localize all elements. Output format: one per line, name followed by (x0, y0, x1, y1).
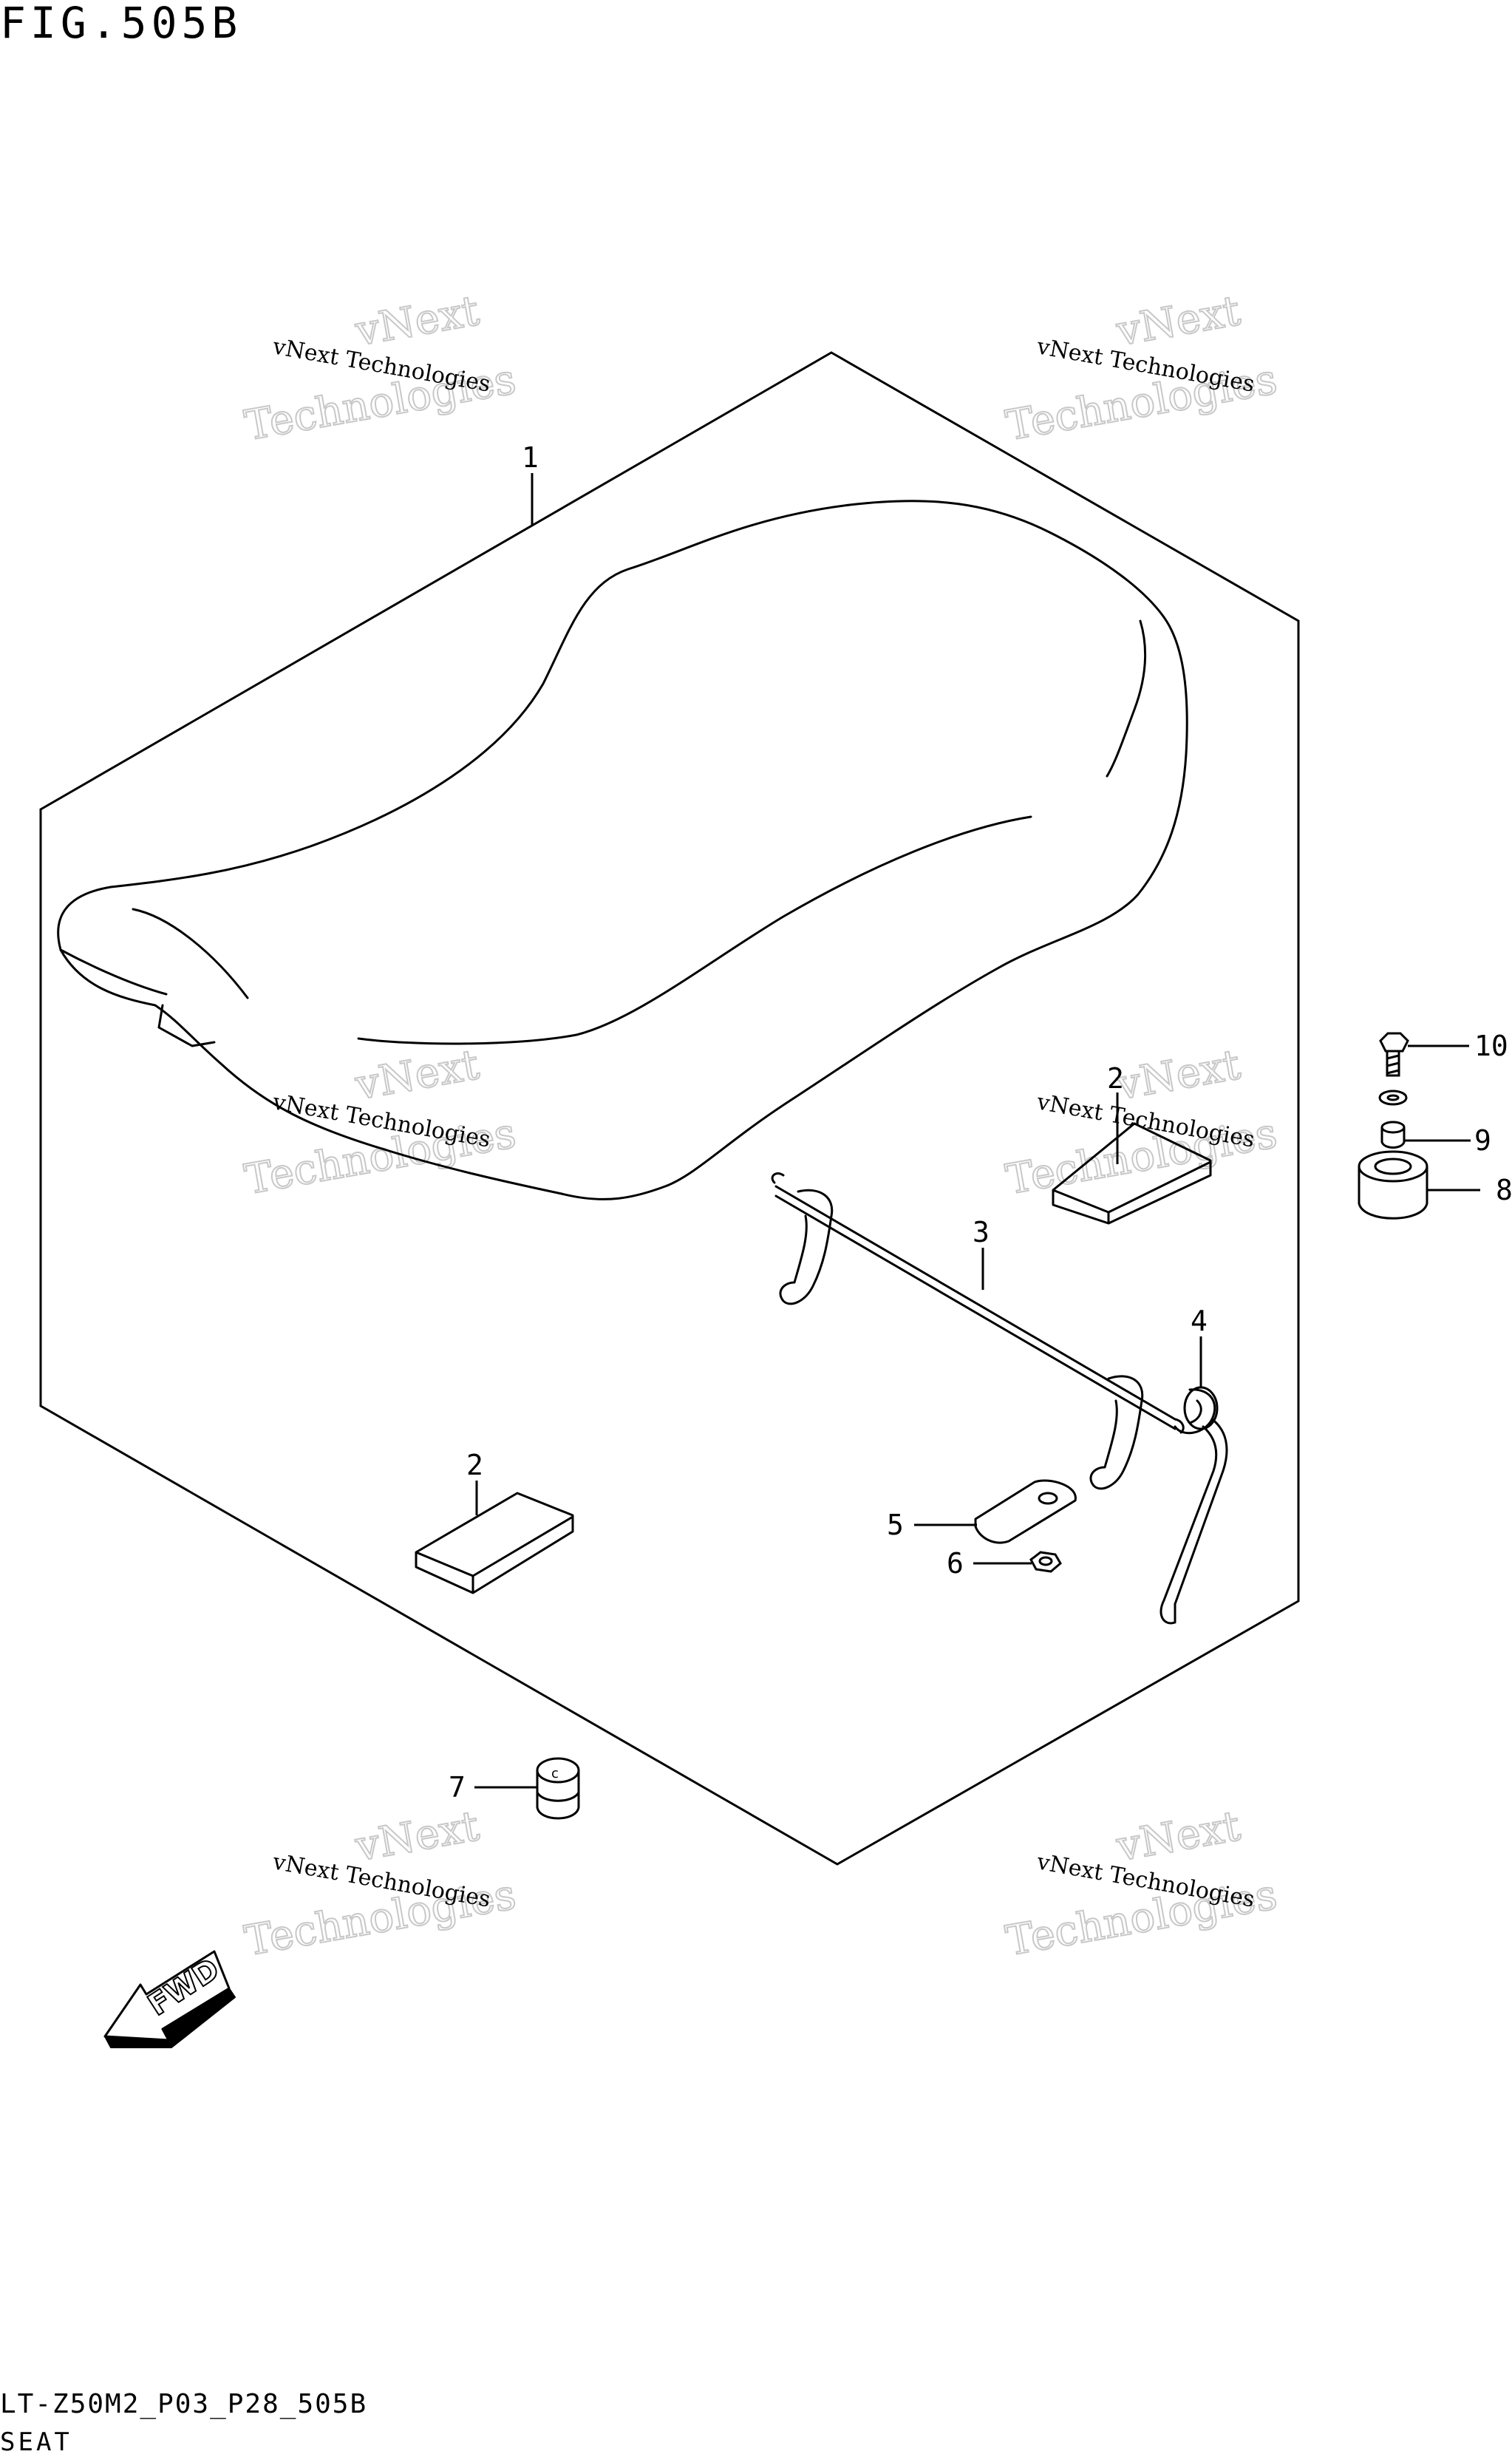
callout-7: 7 (449, 1771, 466, 1804)
figure-title: FIG.505B (0, 0, 242, 48)
callout-2-upper: 2 (1107, 1062, 1124, 1095)
callout-6: 6 (947, 1547, 964, 1580)
rod-drawing (771, 1172, 1185, 1490)
drawing-code: LT-Z50M2_P03_P28_505B (0, 2389, 368, 2419)
watermark-line2: vNext (1113, 1041, 1244, 1109)
callout-5: 5 (887, 1509, 904, 1541)
plate-drawing (974, 1479, 1077, 1544)
callout-labels: 1 2 2 3 4 5 6 7 8 9 10 (449, 441, 1512, 1804)
fwd-arrow: FWD (103, 1950, 236, 2048)
seat-drawing (57, 500, 1188, 1200)
callout-10: 10 (1474, 1030, 1508, 1062)
callout-2-lower: 2 (466, 1449, 483, 1481)
collar-drawing (1380, 1121, 1406, 1149)
cushion-8-drawing (1358, 1150, 1428, 1220)
spring-drawing (1159, 1386, 1228, 1625)
watermark-line2: vNext (352, 1802, 483, 1871)
watermark-line2: vNext (352, 1041, 483, 1109)
callout-9: 9 (1474, 1124, 1491, 1157)
cushion-drawing: c (536, 1757, 580, 1820)
callout-1: 1 (522, 441, 539, 474)
watermark-line2: vNext (352, 287, 483, 356)
svg-text:c: c (551, 1766, 559, 1781)
assembly-outline (39, 351, 1300, 1866)
watermark-line2: vNext (1113, 287, 1244, 356)
pad-drawing-upper (1052, 1122, 1212, 1225)
leader-lines (474, 473, 1480, 1789)
callout-4: 4 (1191, 1305, 1208, 1337)
callout-8: 8 (1496, 1174, 1512, 1206)
callout-3: 3 (973, 1216, 990, 1248)
section-name: SEAT (0, 2427, 72, 2457)
washer-drawing (1378, 1090, 1408, 1106)
watermark-line2: vNext (1113, 1802, 1244, 1871)
bolt-drawing (1379, 1032, 1409, 1077)
pad-drawing-lower (415, 1492, 574, 1594)
nut-drawing (1029, 1551, 1062, 1573)
